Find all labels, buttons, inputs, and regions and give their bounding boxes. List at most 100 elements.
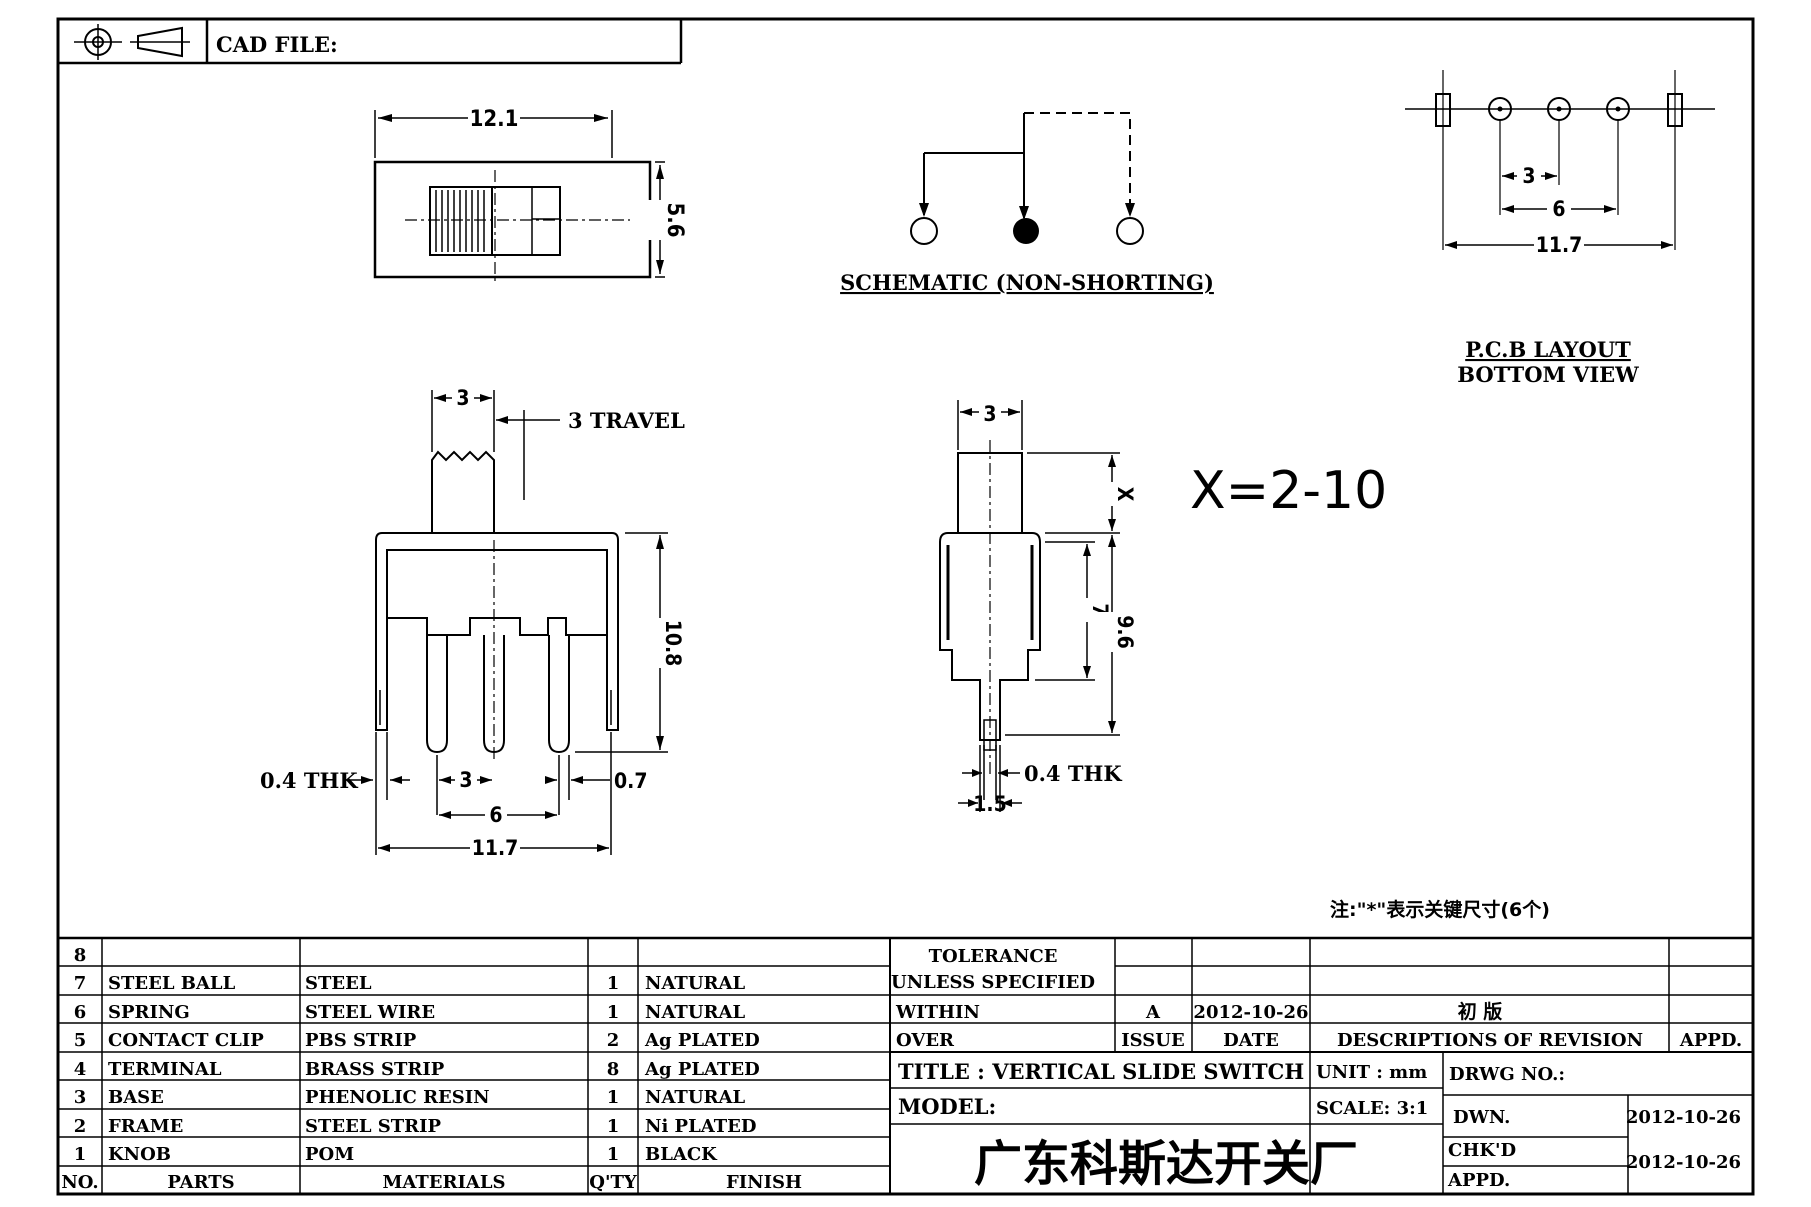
terminal-common-icon xyxy=(1013,218,1039,244)
front-dim-0-7: 0.7 xyxy=(614,769,647,793)
bom-qty: 1 xyxy=(607,1144,620,1165)
bom-finish: BLACK xyxy=(645,1144,718,1165)
bom-material: STEEL WIRE xyxy=(305,1002,435,1023)
bom-row: 2 FRAME STEEL STRIP 1 Ni PLATED xyxy=(74,1116,757,1137)
bom-no: 4 xyxy=(74,1059,87,1080)
unit-label: UNIT : mm xyxy=(1316,1062,1427,1083)
drawing-title: TITLE : VERTICAL SLIDE SWITCH xyxy=(898,1059,1304,1084)
revision-appd-label: APPD. xyxy=(1679,1030,1742,1051)
pcb-title-line1: P.C.B LAYOUT xyxy=(1465,337,1631,362)
schematic: SCHEMATIC (NON-SHORTING) xyxy=(840,112,1214,295)
bom-material: BRASS STRIP xyxy=(305,1059,445,1080)
bom-qty: 8 xyxy=(607,1059,620,1080)
bom-header-materials: MATERIALS xyxy=(382,1172,505,1193)
bom-part: STEEL BALL xyxy=(108,973,236,994)
bom-part: SPRING xyxy=(108,1002,190,1023)
bom-no: 2 xyxy=(74,1116,87,1137)
drawn-date: 2012-10-26 xyxy=(1626,1107,1741,1128)
bom-part: BASE xyxy=(108,1087,164,1108)
revision-description-label: DESCRIPTIONS OF REVISION xyxy=(1337,1030,1643,1051)
revision-issue-value: A xyxy=(1145,1002,1161,1023)
x-range-label: X=2-10 xyxy=(1190,461,1387,521)
top-width-dim: 12.1 xyxy=(470,107,519,132)
tolerance-over: OVER xyxy=(896,1030,955,1051)
terminal-open-icon xyxy=(910,217,938,245)
bom-header-finish: FINISH xyxy=(726,1172,802,1193)
tolerance-within: WITHIN xyxy=(895,1002,980,1023)
bom-material: PHENOLIC RESIN xyxy=(305,1087,490,1108)
bom-header-no: NO. xyxy=(61,1172,98,1193)
bom-header-qty: Q'TY xyxy=(589,1172,638,1193)
pcb-dim-6: 6 xyxy=(1552,197,1565,221)
bom-part: CONTACT CLIP xyxy=(108,1030,264,1051)
top-height-dim: 5.6 xyxy=(662,202,687,237)
scale-label: SCALE: 3:1 xyxy=(1316,1098,1428,1119)
key-dimension-note: 注:"*"表示关键尺寸(6个) xyxy=(1330,898,1550,921)
bom-no: 7 xyxy=(74,973,87,994)
side-knob-dim: 3 xyxy=(983,402,996,426)
schematic-title: SCHEMATIC (NON-SHORTING) xyxy=(840,270,1214,295)
bom-part: KNOB xyxy=(108,1144,171,1165)
bom-row: 6 SPRING STEEL WIRE 1 NATURAL xyxy=(74,1002,746,1023)
bom-material: PBS STRIP xyxy=(305,1030,417,1051)
bom-qty: 2 xyxy=(607,1030,620,1051)
bom-finish: NATURAL xyxy=(645,973,745,994)
bom-finish: Ni PLATED xyxy=(645,1116,756,1137)
bom-part: FRAME xyxy=(108,1116,183,1137)
header-box: CAD FILE: xyxy=(58,19,683,65)
approved-label: APPD. xyxy=(1447,1170,1510,1191)
front-dim-3: 3 xyxy=(459,768,472,792)
pcb-title-line2: BOTTOM VIEW xyxy=(1457,362,1639,387)
bom-qty: 1 xyxy=(607,973,620,994)
tolerance-title-line2: UNLESS SPECIFIED xyxy=(891,972,1095,993)
projection-symbol-icon xyxy=(74,24,190,60)
revision-date-label: DATE xyxy=(1223,1030,1279,1051)
revision-issue-label: ISSUE xyxy=(1121,1030,1184,1051)
bom-row: 3 BASE PHENOLIC RESIN 1 NATURAL xyxy=(74,1087,746,1108)
front-dim-6: 6 xyxy=(489,803,502,827)
bom-no: 1 xyxy=(74,1144,87,1165)
bom-no: 6 xyxy=(74,1002,87,1023)
drawing-number-label: DRWG NO.: xyxy=(1449,1064,1565,1085)
side-thk-label: 0.4 THK xyxy=(1024,761,1122,786)
bom-material: STEEL STRIP xyxy=(305,1116,442,1137)
bom-row: 4 TERMINAL BRASS STRIP 8 Ag PLATED xyxy=(74,1059,760,1080)
bom-row: 5 CONTACT CLIP PBS STRIP 2 Ag PLATED xyxy=(74,1030,760,1051)
pcb-dim-11-7: 11.7 xyxy=(1536,233,1583,257)
front-dim-11-7: 11.7 xyxy=(472,836,519,860)
pcb-dim-3: 3 xyxy=(1522,164,1535,188)
bom-no: 8 xyxy=(74,945,87,966)
revision-description-value: 初 版 xyxy=(1458,1000,1503,1023)
side-dim-9-6: 9.6 xyxy=(1113,615,1137,648)
checked-label: CHK'D xyxy=(1448,1140,1516,1161)
bom-material: POM xyxy=(305,1144,354,1165)
bom-no: 5 xyxy=(74,1030,87,1051)
tolerance-title-line1: TOLERANCE xyxy=(929,946,1058,967)
bom-qty: 1 xyxy=(607,1002,620,1023)
bom-material: STEEL xyxy=(305,973,372,994)
bom-row: 7 STEEL BALL STEEL 1 NATURAL xyxy=(74,973,746,994)
bom-qty: 1 xyxy=(607,1087,620,1108)
side-dim-1-5: 1.5 xyxy=(973,792,1006,816)
bom-no: 3 xyxy=(74,1087,87,1108)
front-knob-dim: 3 xyxy=(456,386,469,410)
drawn-label: DWN. xyxy=(1453,1107,1510,1128)
bom-finish: NATURAL xyxy=(645,1087,745,1108)
front-thk-label: 0.4 THK xyxy=(260,768,358,793)
side-view: 3 X 7 9.6 0.4 THK 1.5 xyxy=(939,400,1137,816)
terminal-open-icon xyxy=(1116,217,1144,245)
company-name: 广东科斯达开关厂 xyxy=(974,1136,1358,1192)
bom-row: 8 xyxy=(74,945,87,966)
revision-date-value: 2012-10-26 xyxy=(1193,1002,1308,1023)
bom-qty: 1 xyxy=(607,1116,620,1137)
front-height-dim: 10.8 xyxy=(661,620,685,667)
front-view: 3 3 TRAVEL 10.8 0.4 THK 3 xyxy=(260,384,685,860)
bom-part: TERMINAL xyxy=(108,1059,222,1080)
bom-finish: Ag PLATED xyxy=(644,1059,760,1080)
bom-row: 1 KNOB POM 1 BLACK xyxy=(74,1144,718,1165)
bom-header-row: NO. PARTS MATERIALS Q'TY FINISH xyxy=(61,1172,802,1193)
side-dim-x: X xyxy=(1113,487,1137,502)
checked-date: 2012-10-26 xyxy=(1626,1152,1741,1173)
bom-finish: NATURAL xyxy=(645,1002,745,1023)
